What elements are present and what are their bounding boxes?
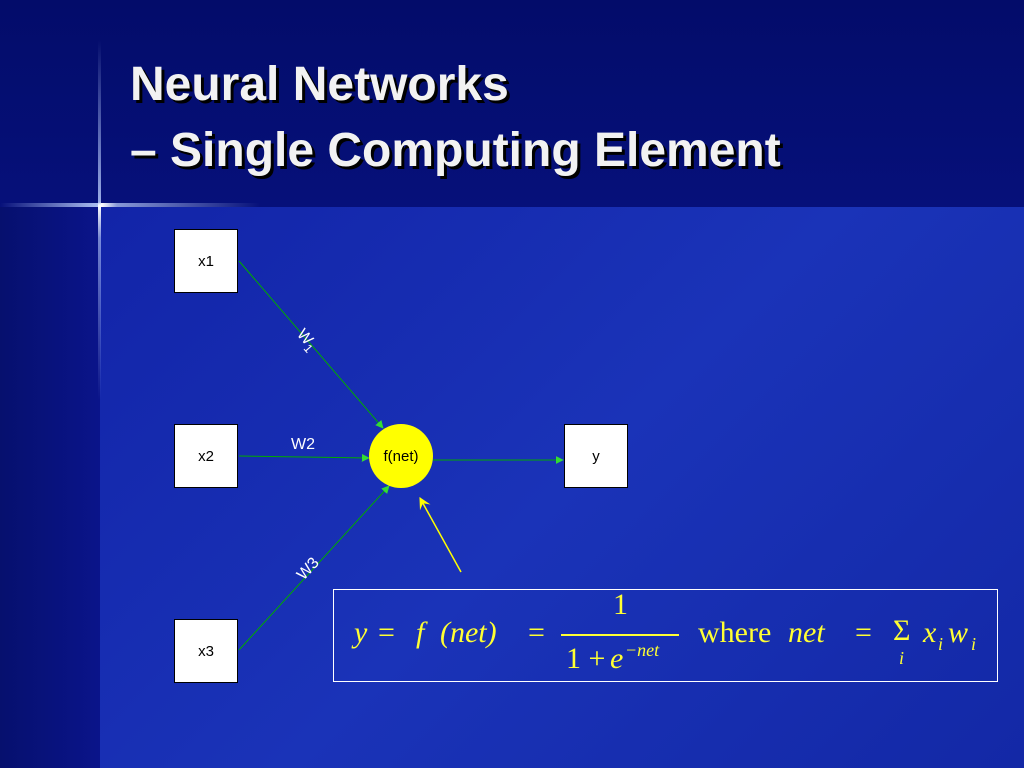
formula-denominator-e: e [610, 642, 624, 675]
background-top-panel [0, 0, 1024, 207]
connection-x1-to-neuron [238, 260, 384, 429]
background-main-panel [100, 207, 1024, 768]
formula-net-word: net [788, 616, 825, 649]
formula-f: f [416, 616, 425, 649]
formula-x: x [923, 616, 937, 649]
input-node-x1: x1 [174, 229, 238, 293]
connection-x2-to-neuron [238, 453, 370, 462]
output-node-label: y [592, 447, 600, 465]
input-node-x3-label: x3 [198, 642, 214, 660]
input-node-x3: x3 [174, 619, 238, 683]
formula-exponent: −net [625, 640, 660, 660]
formula-fraction-bar [561, 634, 679, 636]
formula-equals-3: = [855, 616, 872, 649]
formula-y: y [354, 616, 368, 649]
formula-w: w [948, 616, 969, 649]
formula-x-subscript: i [938, 634, 944, 654]
formula-net-argument: (net) [440, 616, 497, 649]
light-flare-horizontal [0, 203, 260, 207]
weight-label-w2: W2 [291, 436, 315, 453]
formula-sigma: Σ [893, 614, 911, 647]
light-flare-vertical [98, 40, 101, 400]
input-node-x2-label: x2 [198, 447, 214, 465]
input-node-x2: x2 [174, 424, 238, 488]
formula-equals-1: = [378, 616, 395, 649]
sigmoid-formula-box: y = f (net) = 1 1 + e −net where net = Σ… [333, 588, 998, 682]
input-node-x1-label: x1 [198, 252, 214, 270]
title-line-2: – Single Computing Element [130, 124, 781, 177]
connection-x3-to-neuron [238, 485, 390, 651]
formula-denominator-one-plus: 1 + [566, 642, 606, 675]
title-line-1: Neural Networks [130, 58, 509, 111]
pointer-arrow-to-neuron [419, 496, 462, 573]
formula-where: where [698, 616, 772, 649]
formula-numerator: 1 [613, 588, 628, 621]
formula-w-subscript: i [971, 634, 977, 654]
formula-sum-index: i [899, 648, 905, 668]
neuron-node: f(net) [369, 424, 433, 488]
slide-title: Neural Networks – Single Computing Eleme… [130, 52, 781, 184]
output-node-y: y [564, 424, 628, 488]
neuron-label: f(net) [383, 447, 419, 465]
formula-equals-2: = [528, 616, 545, 649]
